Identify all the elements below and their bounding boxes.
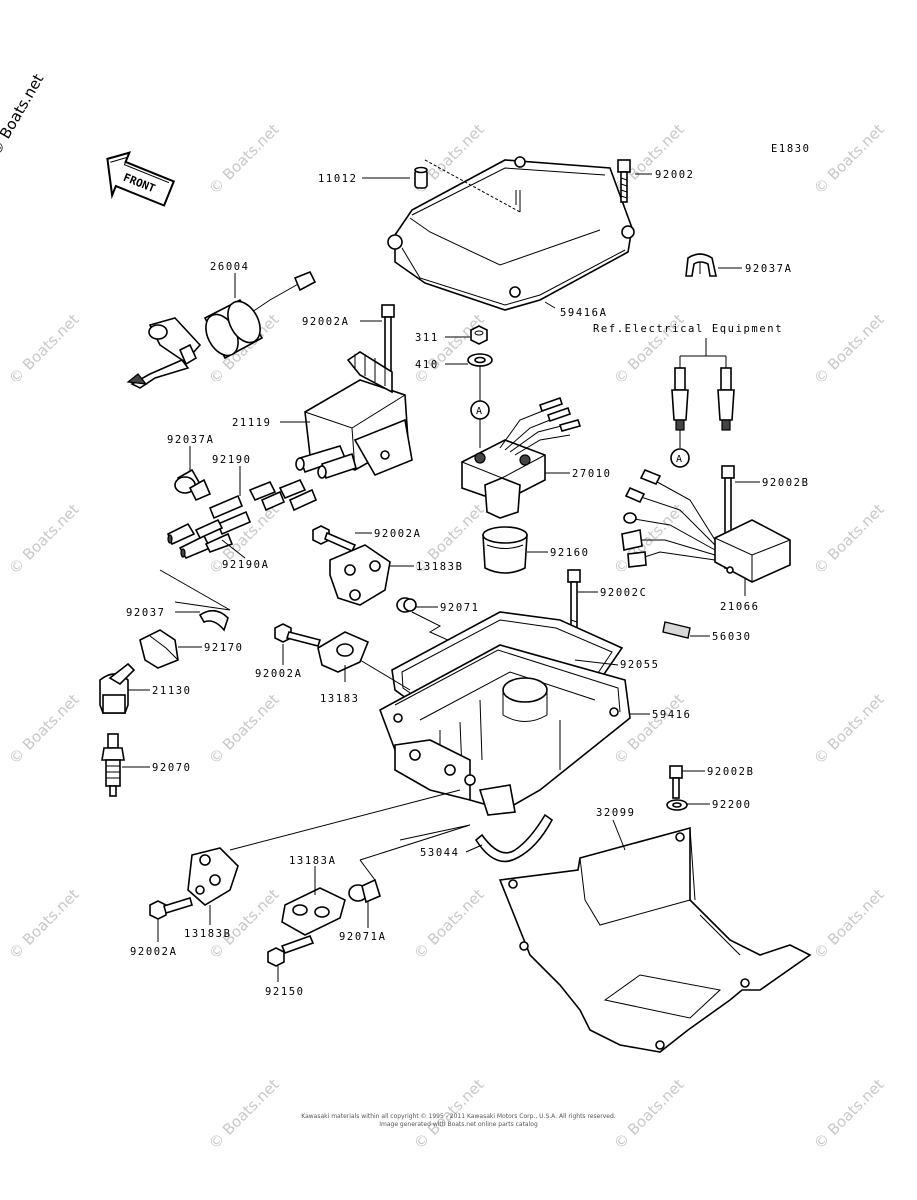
bolt-92150	[267, 934, 315, 967]
part-label: 92002A	[130, 946, 178, 958]
part-label: 92190A	[222, 559, 270, 571]
part-label: 92150	[265, 986, 305, 998]
part-label: 26004	[210, 261, 250, 273]
washer-92200	[666, 799, 688, 811]
watermark: © Boats.net	[205, 690, 283, 768]
watermark: © Boats.net	[5, 500, 83, 578]
reference-label: Ref.Electrical Equipment	[593, 323, 783, 335]
spark-plug-92070	[101, 733, 125, 797]
part-label: 92037A	[167, 434, 215, 446]
part-label: 92170	[204, 642, 244, 654]
reference-marker-a-left: A	[470, 365, 490, 448]
part-label: 92002C	[600, 587, 648, 599]
gasket-13183	[317, 631, 370, 682]
reference-equipment-group: A	[670, 338, 735, 468]
watermark: © Boats.net	[5, 885, 83, 963]
plate-13183A	[281, 887, 346, 936]
part-label: 92002A	[302, 316, 350, 328]
part-label: 92070	[152, 762, 192, 774]
nut-311	[470, 325, 488, 345]
bracket-32099	[498, 826, 812, 1053]
plug-11012	[414, 166, 428, 189]
part-label: 92002A	[255, 668, 303, 680]
ignition-coil-21119	[295, 351, 413, 480]
clip-92037	[198, 609, 229, 632]
part-label: 59416	[652, 709, 692, 721]
boot-92160	[482, 526, 528, 574]
watermark: © Boats.net	[5, 690, 83, 768]
part-label: 92002	[655, 169, 695, 181]
part-label: 92037	[126, 607, 166, 619]
part-label: 92037A	[745, 263, 793, 275]
part-label: 11012	[318, 173, 358, 185]
bolt-92002A-middle	[274, 623, 322, 647]
plate-13183B-lower	[187, 847, 239, 906]
part-label: 92002A	[374, 528, 422, 540]
tube-92190	[208, 478, 318, 536]
plate-13183B-upper	[329, 544, 391, 606]
part-label: 21130	[152, 685, 192, 697]
diagram-code: E1830	[771, 143, 811, 155]
watermark: © Boats.net	[5, 310, 83, 388]
watermark: © Boats.net	[810, 120, 888, 198]
bolt-92002A-13183B	[312, 525, 357, 553]
reference-marker-a-right-text: A	[676, 454, 682, 465]
front-arrow: FRONT	[106, 151, 176, 207]
plug-cap-21130	[99, 662, 136, 714]
watermark: © Boats.net	[610, 500, 688, 578]
part-labels: 11012 92002 92037A 26004 59416A 92002A R…	[122, 169, 810, 998]
part-label: 92055	[620, 659, 660, 671]
cable-grommet-26004	[126, 270, 317, 389]
part-label: 53044	[420, 847, 460, 859]
part-label: 13183B	[184, 928, 232, 940]
part-label: 311	[415, 332, 439, 344]
part-label: 27010	[572, 468, 612, 480]
part-label: 92200	[712, 799, 752, 811]
part-label: 92071A	[339, 931, 387, 943]
part-label: 92160	[550, 547, 590, 559]
washer-410	[467, 353, 493, 367]
electric-case-cover	[387, 156, 635, 311]
watermark: © Boats.net	[205, 120, 283, 198]
regulator-21066	[621, 468, 791, 583]
watermark: © Boats.net	[810, 500, 888, 578]
part-label: 410	[415, 359, 439, 371]
footer-copyright: Kawasaki materials within all copyright …	[301, 1113, 616, 1120]
watermark: © Boats.net	[410, 310, 488, 388]
part-label: 92002B	[762, 477, 810, 489]
bolt-92002	[617, 159, 631, 203]
cap-92037A	[174, 468, 212, 502]
watermark: © Boats.net	[410, 885, 488, 963]
cap-92190A	[166, 518, 234, 560]
label-56030	[662, 621, 691, 639]
bolt-92002B-lower	[669, 765, 683, 799]
clamp-92037A	[685, 253, 717, 277]
part-label: 21119	[232, 417, 272, 429]
watermark: © Boats.net	[810, 885, 888, 963]
reference-marker-a-text: A	[476, 406, 482, 417]
starter-relay-27010	[461, 396, 582, 519]
watermark: © Boats.net	[810, 310, 888, 388]
electric-case-59416	[379, 644, 631, 816]
part-label: 21066	[720, 601, 760, 613]
part-label: 13183	[320, 693, 360, 705]
footer-generated: Image generated with Boats.net online pa…	[379, 1121, 538, 1128]
hose-53044	[474, 813, 554, 863]
part-label: 92002B	[707, 766, 755, 778]
part-label: 59416A	[560, 307, 608, 319]
holder-92170	[139, 629, 179, 669]
watermark: © Boats.net	[810, 690, 888, 768]
leader-lines	[229, 659, 471, 881]
part-label: 92190	[212, 454, 252, 466]
part-label: 13183A	[289, 855, 337, 867]
part-label: 13183B	[416, 561, 464, 573]
bolt-92002A-lower	[149, 896, 193, 920]
part-label: 92071	[440, 602, 480, 614]
bracket-line	[159, 569, 231, 611]
grommet-92071A	[348, 878, 381, 904]
part-label: 56030	[712, 631, 752, 643]
part-label: 32099	[596, 807, 636, 819]
